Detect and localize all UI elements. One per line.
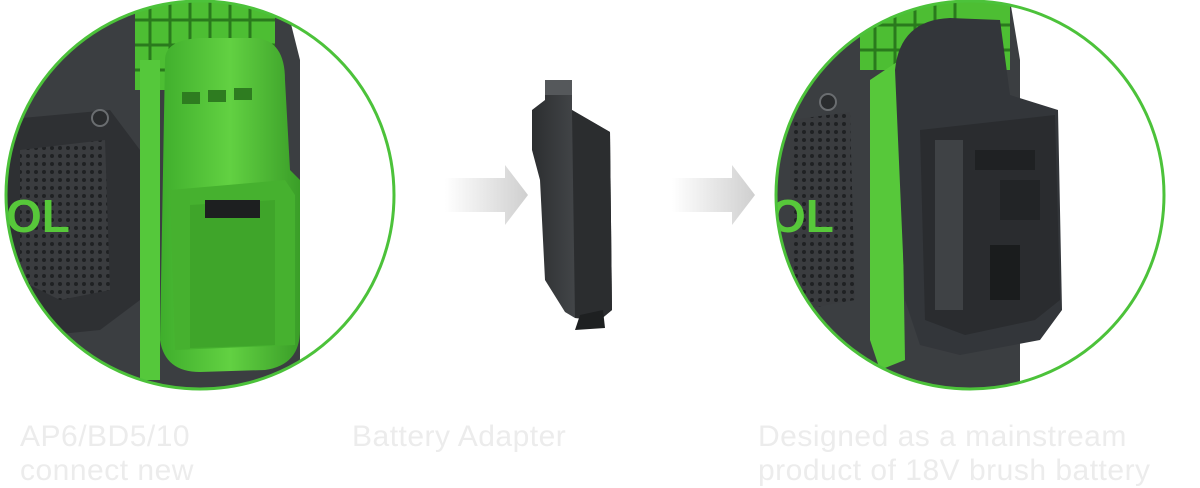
caption-right-line2: product of 18V brush battery: [758, 454, 1151, 487]
right-product-circle: OL: [770, 0, 1166, 391]
arrow-right-icon: [445, 165, 528, 225]
left-product-circle: OL: [4, 0, 396, 391]
caption-right: Designed as a mainstream product of 18V …: [758, 420, 1151, 488]
caption-left-line1: AP6/BD5/10: [20, 420, 191, 453]
brand-lettering: OL: [6, 190, 70, 242]
battery-adapter: [532, 80, 612, 330]
vent-mesh: [20, 140, 110, 300]
brand-lettering-2: OL: [770, 190, 834, 242]
screw-icon-2: [819, 93, 837, 111]
caption-left-line2: connect new: [20, 454, 194, 487]
right-circle-ring: [774, 0, 1166, 391]
vent-mesh-2: [790, 112, 855, 310]
screw-icon: [91, 109, 109, 127]
left-circle-ring: [4, 0, 396, 391]
arrow-right-icon-2: [672, 165, 755, 225]
caption-middle: Battery Adapter: [352, 420, 566, 454]
caption-left: AP6/BD5/10 connect new: [20, 420, 194, 488]
caption-middle-line1: Battery Adapter: [352, 420, 567, 453]
caption-right-line1: Designed as a mainstream: [758, 420, 1127, 453]
